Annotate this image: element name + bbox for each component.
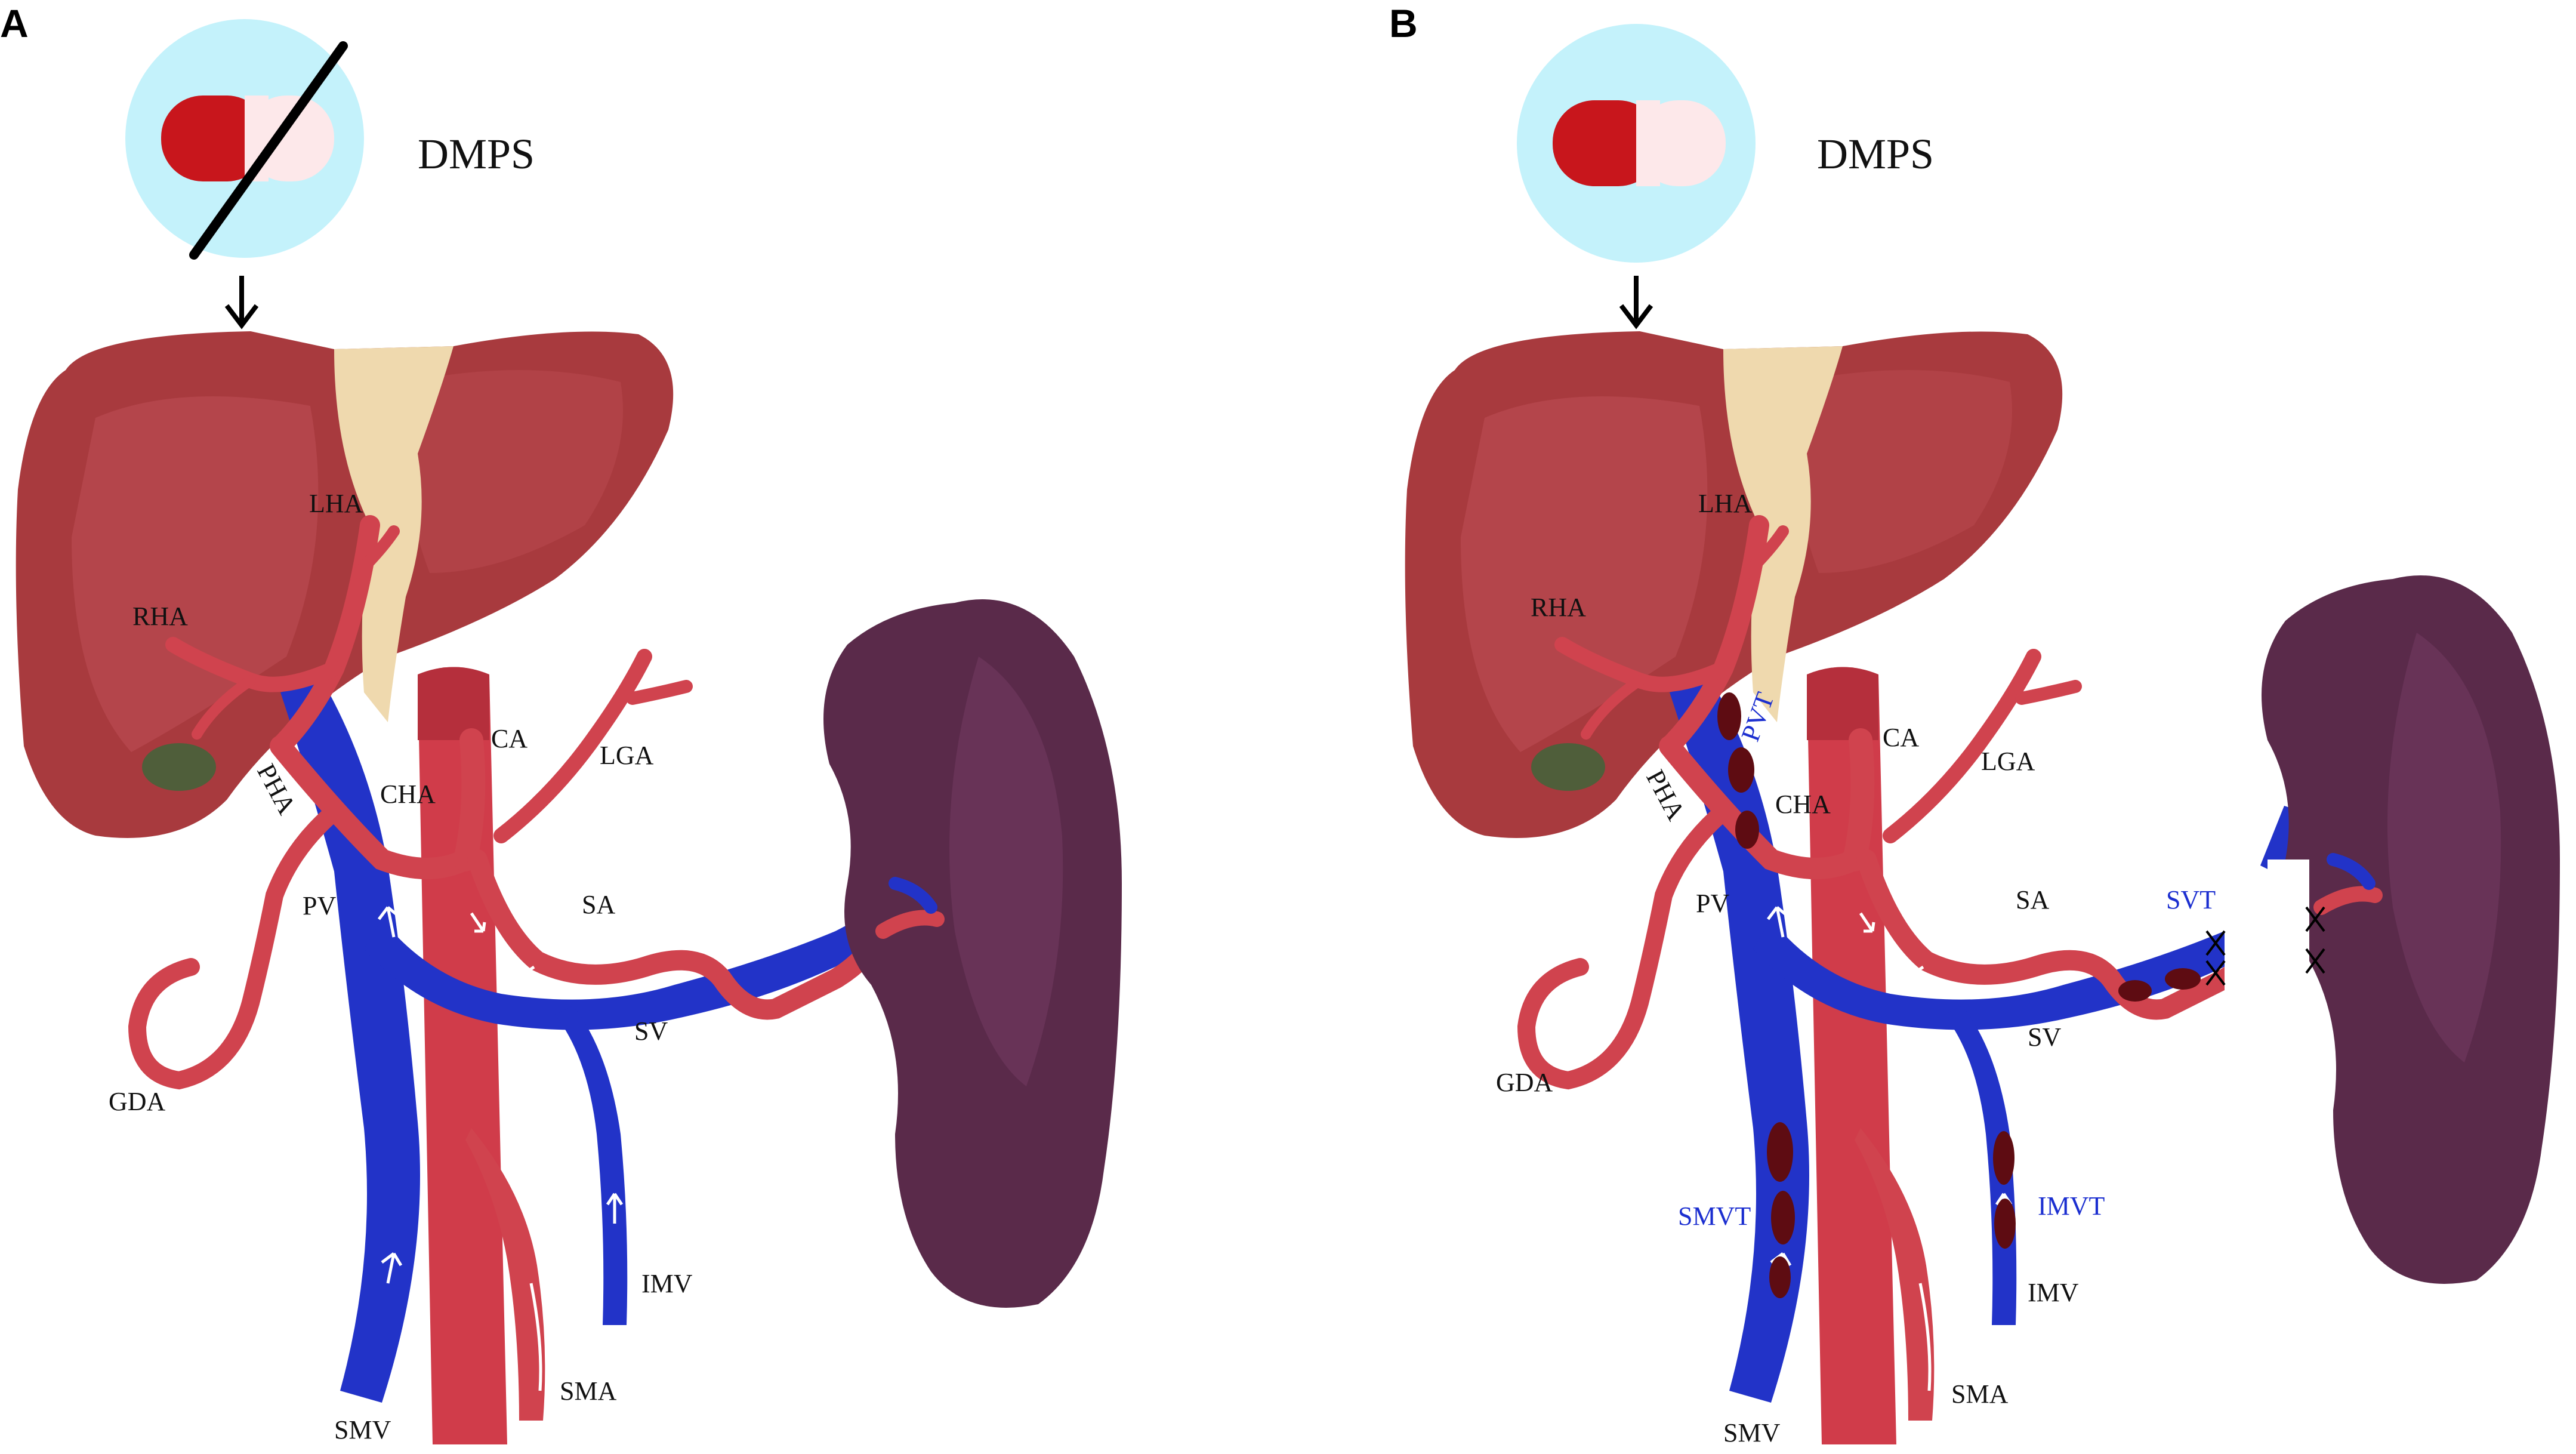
drug-pill-icon-crossed <box>125 19 364 260</box>
label-rha: RHA <box>132 602 188 631</box>
panel-a: A DMPS LHA RHA PHA CHA CA LGA SA PV SV G… <box>0 1 1122 1444</box>
label-gda: GDA <box>109 1087 166 1116</box>
label-sma: SMA <box>1951 1379 2009 1409</box>
drug-label: DMPS <box>418 130 535 178</box>
label-sma: SMA <box>560 1376 617 1406</box>
label-pv: PV <box>303 891 336 920</box>
label-cha: CHA <box>1775 790 1831 819</box>
label-imvt: IMVT <box>2038 1191 2105 1221</box>
label-gda: GDA <box>1496 1068 1553 1097</box>
down-arrow-icon <box>1619 276 1653 329</box>
ligation-suture-icon <box>2305 906 2325 974</box>
label-lha: LHA <box>309 489 363 518</box>
label-svt: SVT <box>2166 885 2216 914</box>
label-smv: SMV <box>334 1415 391 1444</box>
label-ca: CA <box>1883 723 1919 752</box>
drug-pill-icon <box>1517 24 1756 263</box>
label-sa: SA <box>582 890 615 919</box>
label-sa: SA <box>2016 885 2049 914</box>
label-lha: LHA <box>1698 489 1753 518</box>
label-smvt: SMVT <box>1678 1202 1751 1231</box>
label-pv: PV <box>1696 889 1729 918</box>
label-sv: SV <box>634 1016 668 1046</box>
label-lga: LGA <box>600 741 654 770</box>
thrombus-markers <box>1717 692 2201 1298</box>
spleen-detached <box>2262 575 2560 1284</box>
label-ca: CA <box>491 724 527 753</box>
label-sv: SV <box>2028 1022 2061 1052</box>
panel-letter-b: B <box>1389 1 1418 45</box>
drug-label: DMPS <box>1817 130 1934 178</box>
label-cha: CHA <box>380 780 436 809</box>
label-lga: LGA <box>1981 747 2035 776</box>
down-arrow-icon <box>224 276 259 329</box>
label-smv: SMV <box>1723 1418 1781 1447</box>
panel-b: B DMPS <box>1389 1 2560 1447</box>
anatomy-illustration <box>16 331 1122 1444</box>
label-imv: IMV <box>641 1269 693 1298</box>
label-rha: RHA <box>1531 593 1586 622</box>
ligation-suture-icon <box>2205 930 2226 986</box>
label-imv: IMV <box>2028 1278 2079 1307</box>
panel-letter-a: A <box>0 1 29 45</box>
